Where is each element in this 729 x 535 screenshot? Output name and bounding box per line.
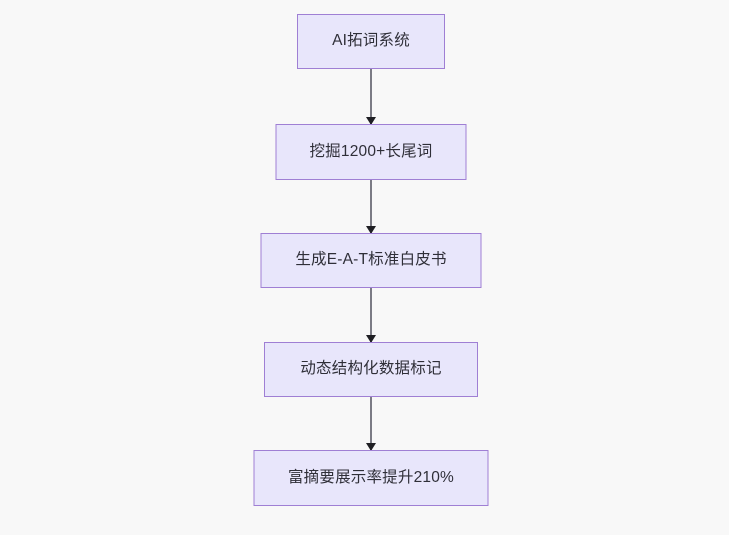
arrow-head-icon [366,226,376,234]
flowchart-node-5-label: 富摘要展示率提升210% [287,468,455,486]
arrow-head-icon [366,443,376,451]
flowchart-node-2[interactable]: 挖掘1200+长尾词 [275,124,467,180]
flowchart-node-1[interactable]: AI拓词系统 [297,14,445,69]
flowchart-edge-1 [365,69,377,125]
arrow-head-icon [366,117,376,125]
flowchart-node-4-label: 动态结构化数据标记 [300,360,442,378]
edge-line [370,397,372,450]
flowchart-node-3-label: 生成E-A-T标准白皮书 [295,251,447,269]
flowchart-node-2-label: 挖掘1200+长尾词 [309,142,433,160]
flowchart-edge-2 [365,180,377,234]
edge-line [370,288,372,342]
edge-line [370,69,372,124]
flowchart-node-5[interactable]: 富摘要展示率提升210% [253,450,489,506]
flowchart-node-4[interactable]: 动态结构化数据标记 [264,342,478,397]
arrow-head-icon [366,335,376,343]
flowchart-node-3[interactable]: 生成E-A-T标准白皮书 [260,233,482,288]
flowchart-edge-4 [365,397,377,451]
edge-line [370,180,372,233]
flowchart-node-1-label: AI拓词系统 [332,32,410,50]
flowchart-edge-3 [365,288,377,343]
